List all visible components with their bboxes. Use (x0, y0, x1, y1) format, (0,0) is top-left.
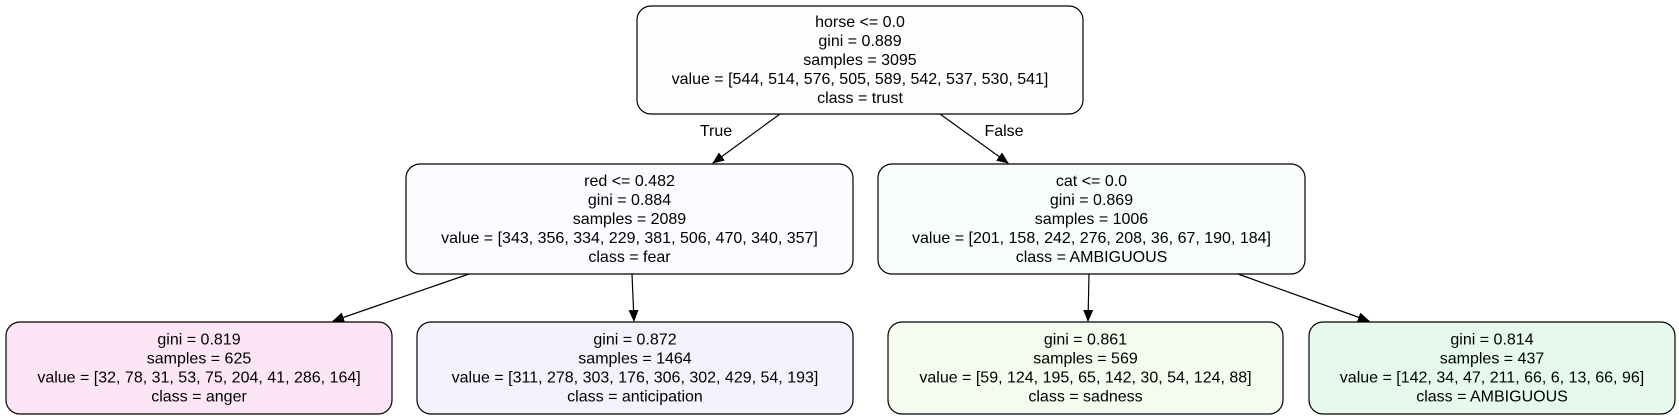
node-text-line: samples = 625 (147, 351, 252, 368)
tree-node-left: red <= 0.482 gini = 0.884 samples = 2089 va… (405, 163, 854, 275)
node-text-line: value = [142, 34, 47, 211, 66, 6, 13, 66… (1340, 370, 1644, 387)
node-text-line: gini = 0.872 (593, 332, 676, 349)
edge-root-to-left (712, 113, 781, 164)
edge-left-to-ll (332, 273, 470, 323)
tree-node-right: cat <= 0.0 gini = 0.869 samples = 1006 valu… (877, 163, 1306, 275)
node-text-line: gini = 0.819 (157, 332, 240, 349)
node-text-line: class = trust (817, 90, 903, 107)
edge-right-to-rl (1083, 273, 1094, 322)
edge-root-to-right (939, 113, 1009, 164)
node-text-line: gini = 0.869 (1050, 192, 1133, 209)
node-box-lr (416, 321, 854, 415)
node-text-line: class = anticipation (567, 389, 703, 406)
node-text-line: value = [59, 124, 195, 65, 142, 30, 54, … (919, 370, 1251, 387)
node-box-root (636, 5, 1084, 115)
tree-node-ll: gini = 0.819 samples = 625 value = [32, 78… (5, 321, 393, 415)
node-text-line: red <= 0.482 (584, 173, 675, 190)
tree-node-lr: gini = 0.872 samples = 1464 value = [311, … (416, 321, 854, 415)
node-text-line: samples = 3095 (803, 52, 917, 69)
node-text-line: cat <= 0.0 (1056, 173, 1127, 190)
node-text-line: samples = 1006 (1035, 211, 1149, 228)
node-text-line: class = AMBIGUOUS (1016, 249, 1168, 266)
node-box-right (877, 163, 1306, 275)
edge-left-to-lr (628, 273, 639, 322)
node-box-rl (887, 321, 1284, 415)
node-text-line: value = [544, 514, 576, 505, 589, 542, 5… (672, 71, 1049, 88)
node-text-line: value = [343, 356, 334, 229, 381, 506, 4… (441, 230, 818, 247)
node-text-line: samples = 437 (1440, 351, 1545, 368)
edge-label-true: True (700, 123, 732, 140)
node-text-line: value = [32, 78, 31, 53, 75, 204, 41, 28… (37, 370, 360, 387)
node-box-left (405, 163, 854, 275)
edge-right-to-rr (1237, 273, 1370, 322)
node-text-line: samples = 569 (1033, 351, 1138, 368)
node-text-line: gini = 0.861 (1044, 332, 1127, 349)
node-text-line: class = sadness (1028, 389, 1142, 406)
node-box-rr (1308, 321, 1676, 415)
node-text-line: samples = 2089 (573, 211, 687, 228)
node-box-ll (5, 321, 393, 415)
node-text-line: gini = 0.814 (1450, 332, 1533, 349)
node-text-line: horse <= 0.0 (815, 14, 905, 31)
node-text-line: value = [311, 278, 303, 176, 306, 302, 4… (452, 370, 819, 387)
node-text-line: class = fear (588, 249, 671, 266)
edge-label-false: False (984, 123, 1023, 140)
node-text-line: class = AMBIGUOUS (1416, 389, 1568, 406)
tree-node-root: horse <= 0.0 gini = 0.889 samples = 3095 va… (636, 5, 1084, 115)
edges-layer: True False (332, 113, 1370, 323)
node-text-line: class = anger (151, 389, 247, 406)
tree-node-rl: gini = 0.861 samples = 569 value = [59, 12… (887, 321, 1284, 415)
node-text-line: gini = 0.884 (588, 192, 671, 209)
node-text-line: samples = 1464 (578, 351, 692, 368)
tree-node-rr: gini = 0.814 samples = 437 value = [142, 3… (1308, 321, 1676, 415)
nodes-layer: horse <= 0.0 gini = 0.889 samples = 3095 va… (5, 5, 1676, 415)
node-text-line: gini = 0.889 (818, 33, 901, 50)
node-text-line: value = [201, 158, 242, 276, 208, 36, 67… (912, 230, 1271, 247)
